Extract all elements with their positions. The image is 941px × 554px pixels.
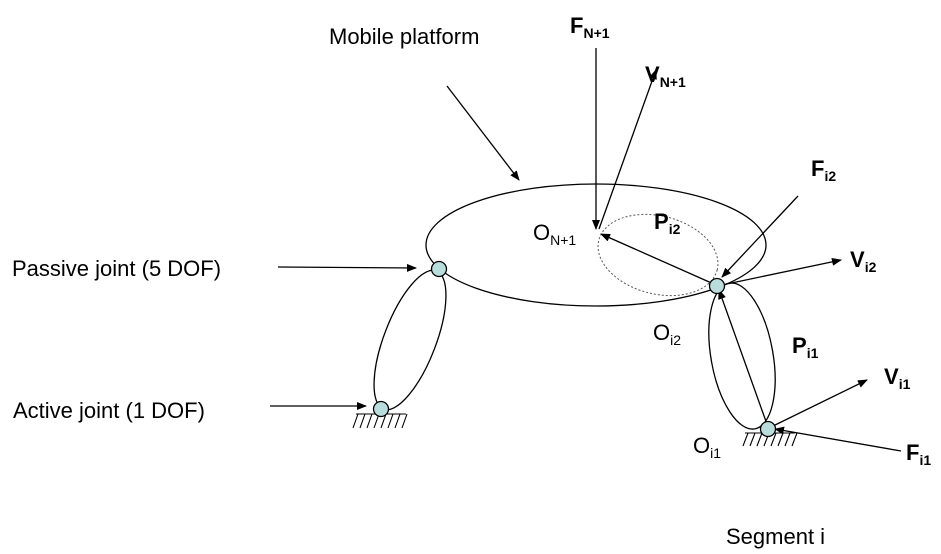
o-n1-symbol: ON+1 xyxy=(533,220,576,248)
mobile-platform-label: Mobile platform xyxy=(329,24,479,49)
p-i2-arrow xyxy=(600,233,717,286)
f-i1-arrow xyxy=(774,426,902,452)
p-i2-dotted-ellipse xyxy=(597,213,719,297)
v-i2-symbol: Vi2 xyxy=(850,247,877,275)
p-i1-arrow xyxy=(718,289,769,428)
o-i2-symbol: Oi2 xyxy=(653,320,681,348)
segment-label: Segment i xyxy=(726,524,825,549)
f-n1-symbol: FN+1 xyxy=(570,13,610,41)
f-i2-arrow xyxy=(721,195,799,278)
v-i2-arrow xyxy=(721,257,842,286)
passive-joint-label: Passive joint (5 DOF) xyxy=(12,256,221,281)
o-i1-symbol: Oi1 xyxy=(693,433,721,461)
f-i2-symbol: Fi2 xyxy=(811,156,836,184)
v-i1-arrow xyxy=(770,379,868,428)
mobile-platform-pointer xyxy=(446,85,520,181)
passive-joint-pointer xyxy=(277,263,417,272)
left-leg-link xyxy=(373,269,447,411)
p-i1-symbol: Pi1 xyxy=(792,333,819,361)
passive-joint-left xyxy=(430,260,448,278)
active-joint-left xyxy=(372,400,390,418)
f-i1-symbol: Fi1 xyxy=(906,440,931,468)
p-i2-symbol: Pi2 xyxy=(654,209,681,237)
left-ground-hatch xyxy=(352,413,408,429)
active-joint-label: Active joint (1 DOF) xyxy=(13,398,205,423)
passive-joint-right xyxy=(708,277,726,295)
active-joint-right xyxy=(759,420,777,438)
v-n1-symbol: VN+1 xyxy=(645,62,686,90)
v-i1-symbol: Vi1 xyxy=(884,364,911,392)
v-n1-arrow xyxy=(598,69,657,230)
